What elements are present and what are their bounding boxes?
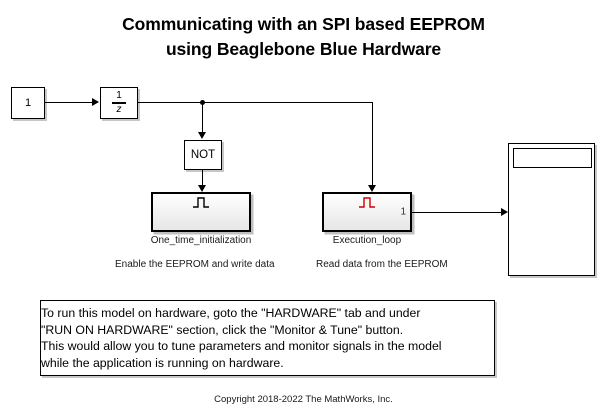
signal-line-to-exec-loop xyxy=(371,102,373,185)
arrow-into-delay-icon xyxy=(92,98,99,106)
constant-value: 1 xyxy=(24,97,32,109)
annotation-line-4: while the application is running on hard… xyxy=(41,355,284,370)
title-line-2: using Beaglebone Blue Hardware xyxy=(165,39,442,59)
signal-line-exec-to-scope xyxy=(412,211,503,213)
rising-pulse-icon xyxy=(193,197,209,208)
subsystem-one-time-initialization[interactable] xyxy=(151,192,251,232)
exec-output-port-label: 1 xyxy=(400,206,406,218)
arrow-into-scope-icon xyxy=(501,208,508,216)
unit-delay-fraction: 1 z xyxy=(112,91,126,114)
caption-execution-loop: Execution_loop xyxy=(332,235,402,246)
scope-title-bar xyxy=(513,148,592,168)
annotation-line-2: "RUN ON HARDWARE" section, click the "Mo… xyxy=(41,322,404,337)
annotation-text-box[interactable]: To run this model on hardware, goto the … xyxy=(40,300,495,376)
annotation-line-3: This would allow you to tune parameters … xyxy=(41,339,442,354)
scope-block[interactable] xyxy=(508,143,595,276)
note-read-eeprom: Read data from the EEPROM xyxy=(316,259,448,270)
not-label: NOT xyxy=(190,149,216,161)
signal-line-delay-main xyxy=(138,101,373,103)
copyright-notice: Copyright 2018-2022 The MathWorks, Inc. xyxy=(214,394,393,405)
title-line-1: Communicating with an SPI based EEPROM xyxy=(122,14,485,34)
note-enable-eeprom: Enable the EEPROM and write data xyxy=(115,259,275,270)
annotation-line-1: To run this model on hardware, goto the … xyxy=(41,306,421,320)
arrow-into-exec-icon xyxy=(367,185,376,192)
unit-delay-numerator: 1 xyxy=(116,90,122,102)
logical-not-block[interactable]: NOT xyxy=(184,140,222,170)
unit-delay-block[interactable]: 1 z xyxy=(100,87,138,119)
arrow-into-init-icon xyxy=(197,185,206,192)
constant-block[interactable]: 1 xyxy=(11,87,45,119)
page-title: Communicating with an SPI based EEPROM u… xyxy=(0,12,607,62)
signal-line-constant-to-delay xyxy=(45,101,92,103)
subsystem-execution-loop[interactable]: 1 xyxy=(322,192,412,232)
arrow-into-not-icon xyxy=(197,132,206,139)
fraction-bar xyxy=(112,102,126,104)
signal-line-branch-to-not xyxy=(201,102,203,132)
caption-one-time-initialization: One_time_initialization xyxy=(150,235,252,246)
rising-pulse-icon xyxy=(359,197,375,208)
annotation-content: To run this model on hardware, goto the … xyxy=(41,305,494,371)
signal-line-not-to-init xyxy=(201,170,203,185)
unit-delay-denominator: z xyxy=(116,103,122,115)
